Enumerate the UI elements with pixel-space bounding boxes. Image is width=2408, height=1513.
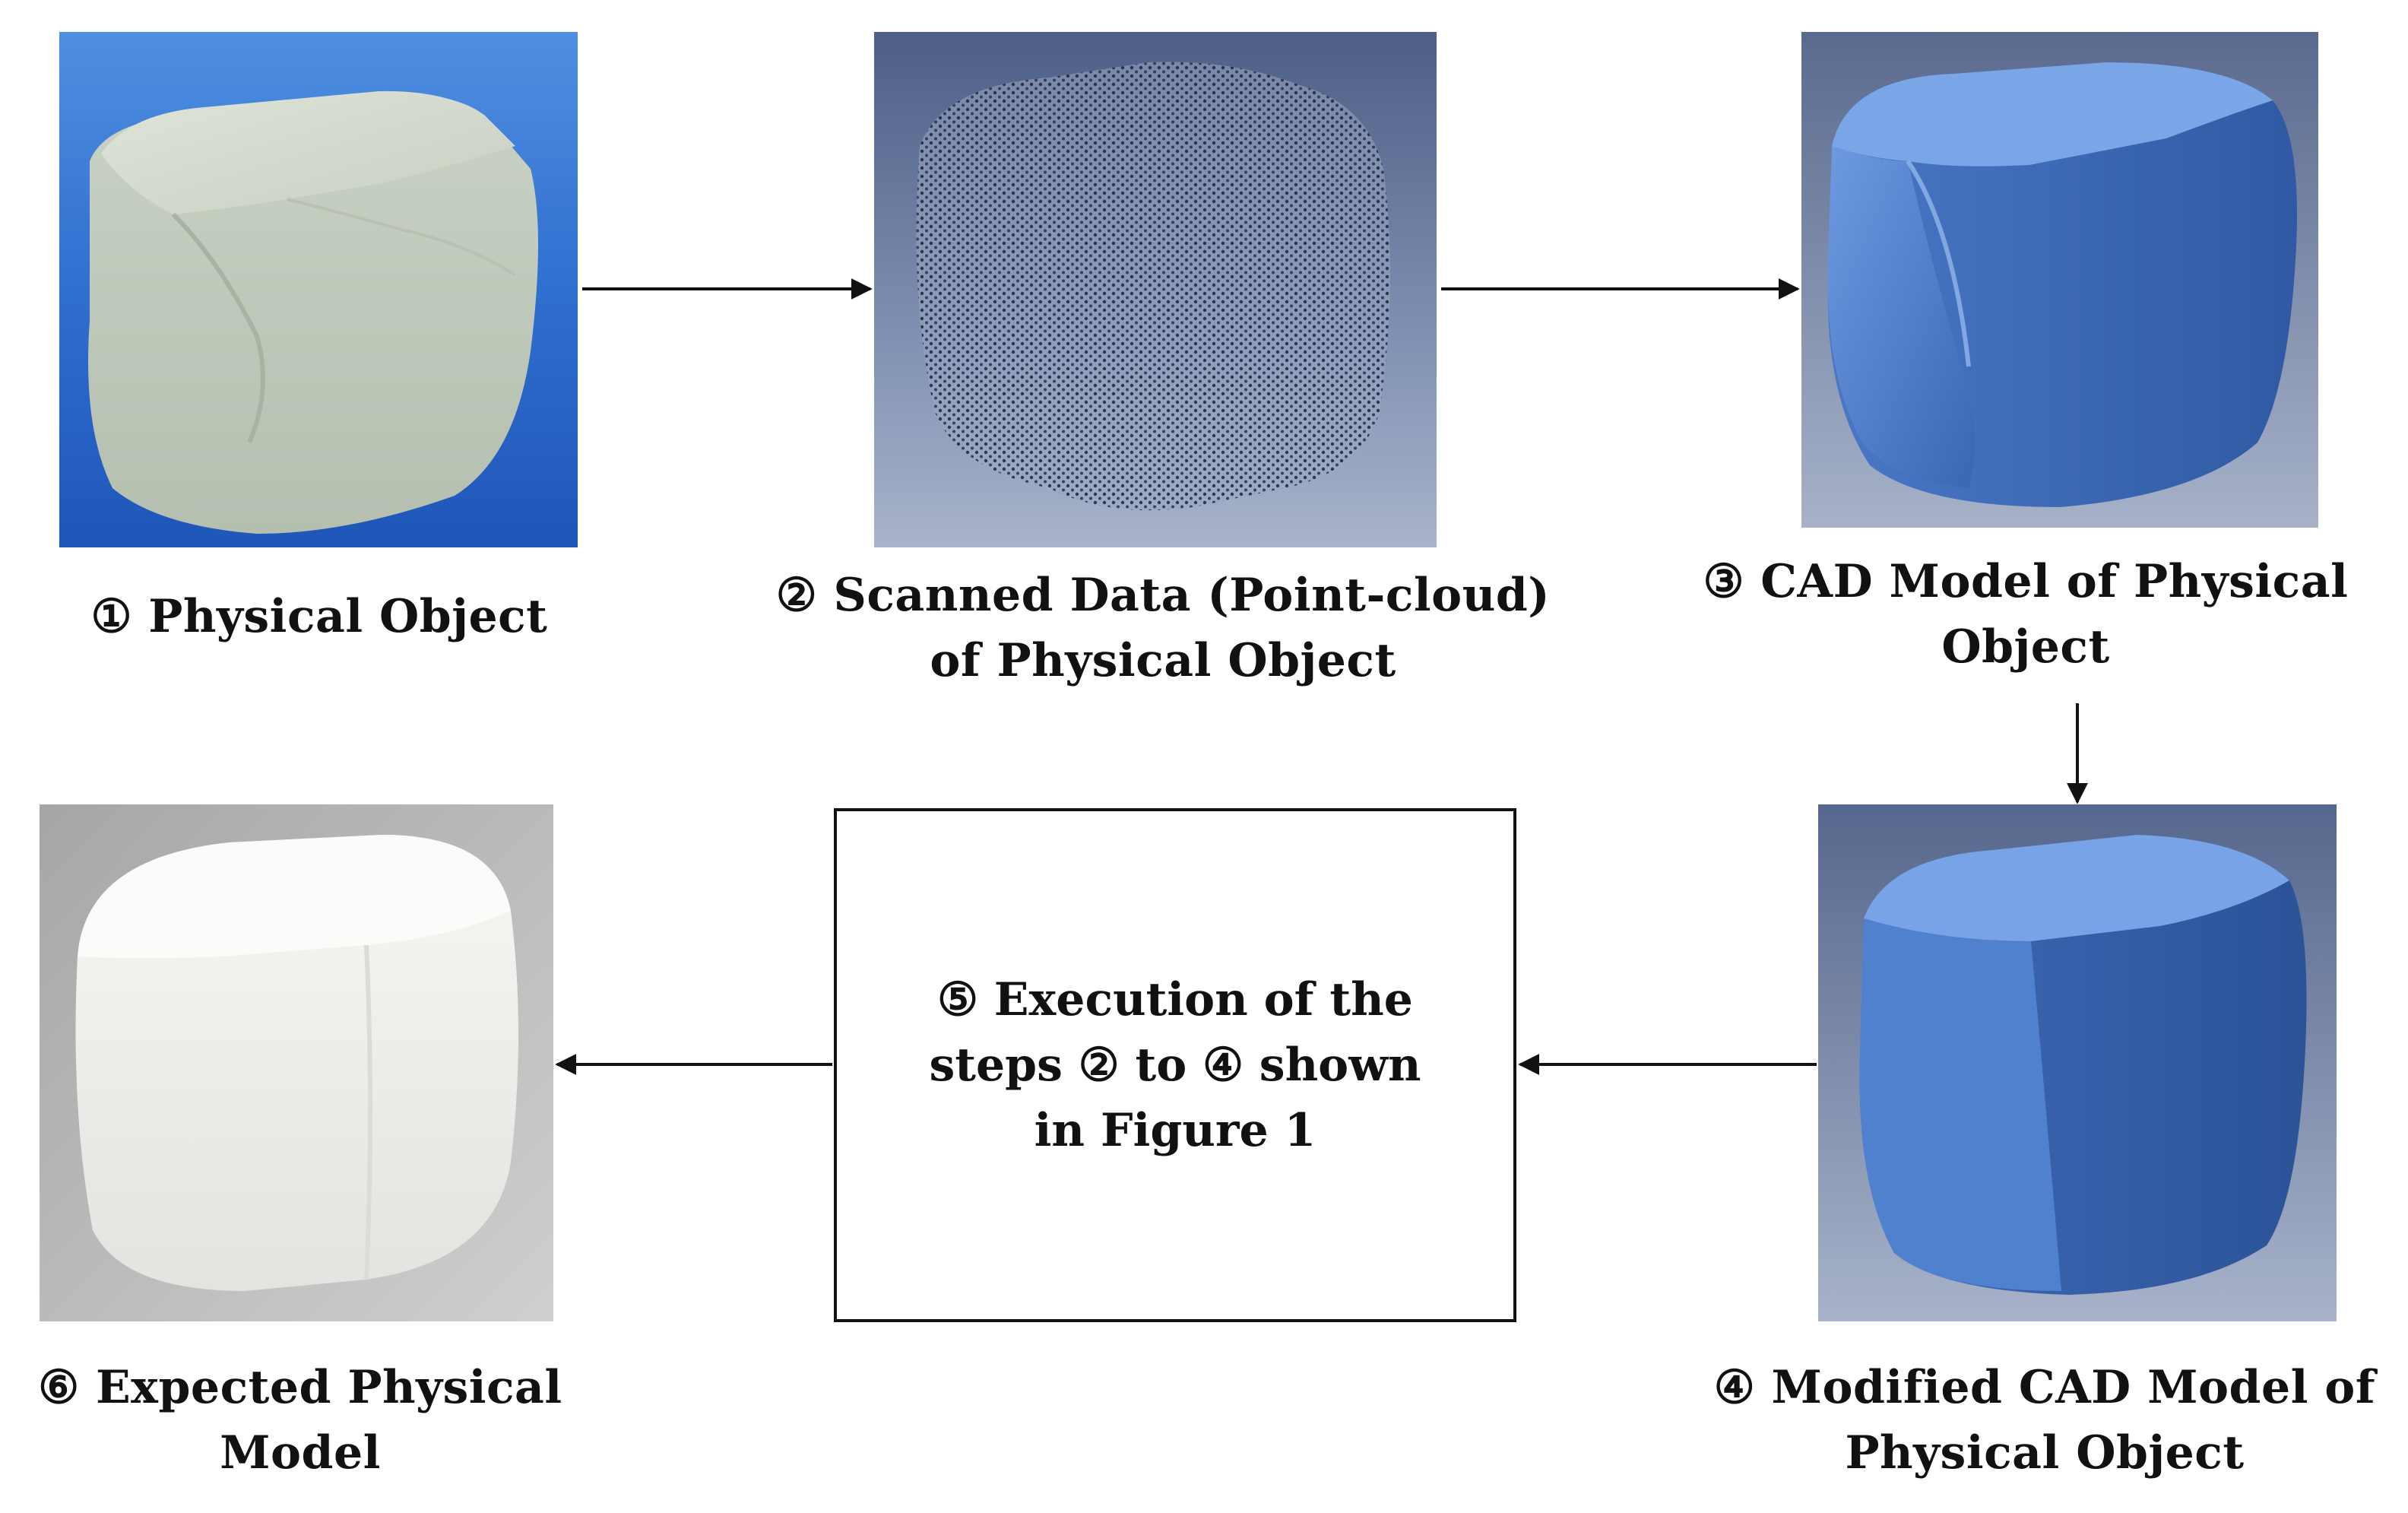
step-5-box: ⑤ Execution of the steps ② to ④ shown in…: [834, 808, 1516, 1322]
step-6-caption: ⑥ Expected Physical Model: [38, 1361, 562, 1480]
step-5-text: ⑤ Execution of the steps ② to ④ shown in…: [929, 973, 1421, 1157]
step-1-caption: ① Physical Object: [90, 590, 548, 643]
cad-model-render: [1801, 32, 2318, 528]
step-4-caption: ④ Modified CAD Model of Physical Object: [1713, 1361, 2376, 1480]
modified-cad-model-render: [1818, 804, 2337, 1321]
expected-physical-model-photo: [40, 804, 553, 1321]
physical-object-photo: [59, 32, 578, 547]
point-cloud-scan: [874, 32, 1437, 547]
step-2-caption: ② Scanned Data (Point-cloud) of Physical…: [775, 569, 1551, 687]
step-3-caption: ③ CAD Model of Physical Object: [1703, 555, 2349, 674]
